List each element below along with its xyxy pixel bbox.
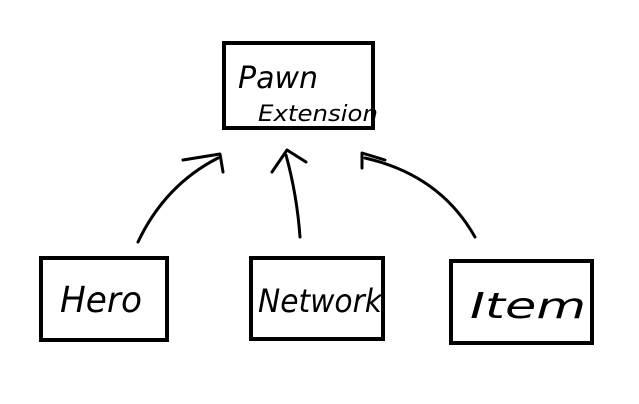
edge-network-to-pawn-extension xyxy=(270,148,308,239)
node-network-label: Network xyxy=(258,282,383,320)
node-hero: Hero xyxy=(39,256,169,342)
node-hero-label: Hero xyxy=(60,280,142,321)
node-pawn-extension-label-line2: Extension xyxy=(258,102,378,127)
arrowhead-icon xyxy=(270,148,308,174)
node-item: Item xyxy=(449,259,594,345)
node-item-label: Item xyxy=(470,286,586,327)
edge-item-to-pawn-extension xyxy=(360,151,477,239)
node-pawn-extension: Pawn Extension xyxy=(222,41,378,130)
node-network: Network xyxy=(249,256,385,341)
edge-hero-to-pawn-extension xyxy=(136,152,225,244)
arrowhead-icon xyxy=(360,151,387,170)
node-pawn-extension-label-line1: Pawn xyxy=(238,61,318,96)
arrowhead-icon xyxy=(181,152,225,174)
